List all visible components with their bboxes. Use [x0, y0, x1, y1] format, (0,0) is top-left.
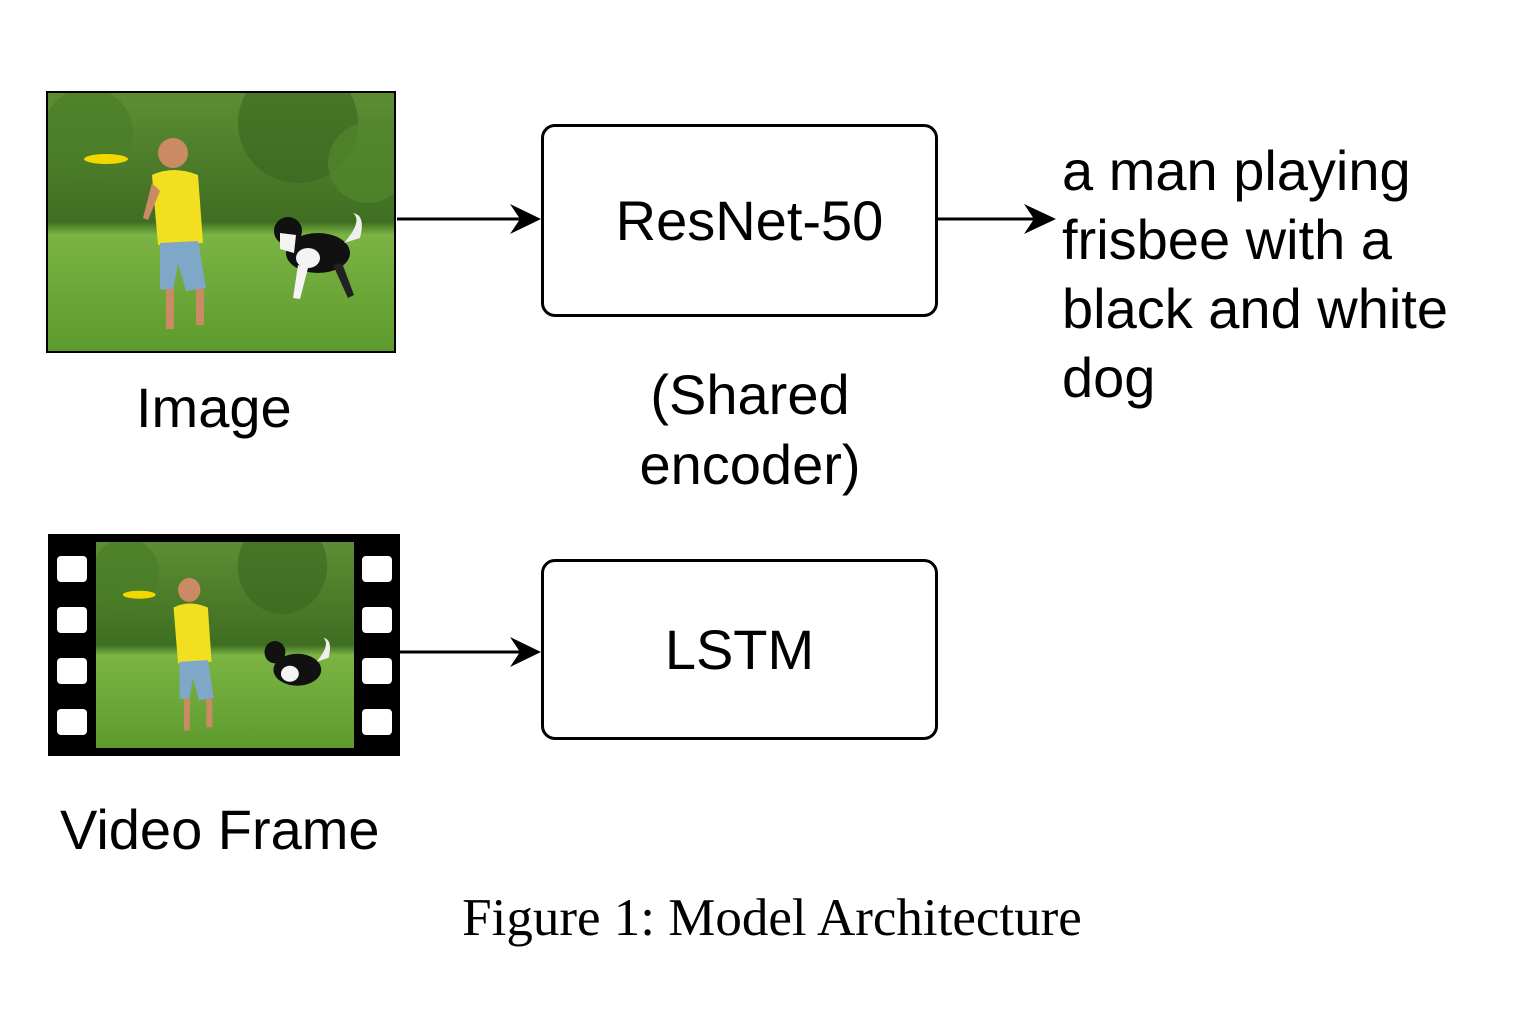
- arrow-right-icon: [510, 204, 541, 234]
- arrow-resnet-to-caption: [938, 204, 1056, 234]
- arrow-right-icon: [1024, 204, 1056, 234]
- photo-icon: [48, 93, 394, 351]
- resnet-50-label: ResNet-50: [615, 189, 884, 252]
- arrow-right-icon: [510, 637, 541, 667]
- resnet-50-box: ResNet-50: [541, 124, 938, 317]
- video-frame-film-strip: [48, 534, 400, 756]
- video-frame-label: Video Frame: [60, 798, 380, 861]
- output-caption-text: a man playing frisbee with a black and w…: [1062, 139, 1449, 409]
- input-photo: [46, 91, 396, 353]
- arrow-film-to-lstm: [400, 637, 541, 667]
- video-frame-image: [96, 542, 354, 748]
- lstm-label: LSTM: [664, 618, 815, 681]
- shared-encoder-note: (Shared encoder): [639, 363, 861, 496]
- image-label: Image: [136, 376, 292, 439]
- figure-caption: Figure 1: Model Architecture: [462, 889, 1082, 947]
- lstm-box: LSTM: [541, 559, 938, 740]
- arrow-photo-to-resnet: [397, 204, 541, 234]
